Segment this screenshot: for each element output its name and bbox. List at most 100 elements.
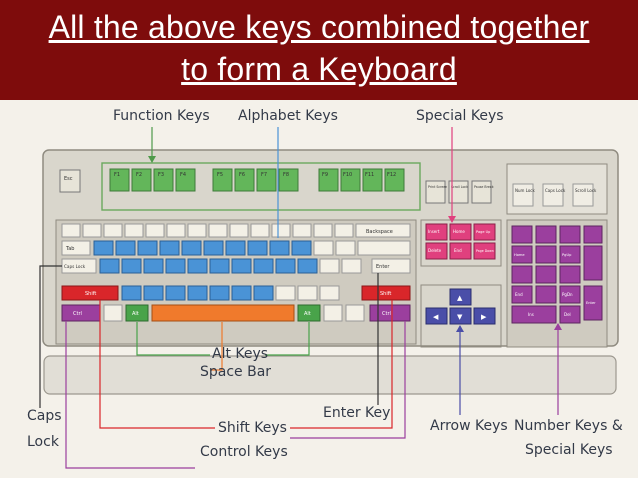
title-banner: All the above keys combined together to … xyxy=(0,0,638,100)
f2-label: F2 xyxy=(136,172,142,178)
numpad-keys: End PgDn Enter Ins Del Home PgUp xyxy=(511,225,603,324)
control-keys-pointer-right xyxy=(290,321,406,439)
insert-label: Insert xyxy=(428,229,440,234)
enter-label: Enter xyxy=(376,264,390,270)
enter-key-callout-label: Enter Key xyxy=(323,405,391,421)
f1-key xyxy=(109,168,130,192)
caps-lock-indicator xyxy=(542,183,564,207)
callout-lines xyxy=(39,127,562,469)
enter-key xyxy=(371,258,411,274)
tab-key xyxy=(61,240,91,256)
control-keys-pointer xyxy=(65,321,195,469)
f1-label: F1 xyxy=(114,172,120,178)
print-screen-key xyxy=(425,180,446,204)
numpad-ins-label: Ins xyxy=(528,312,534,317)
f9-label: F9 xyxy=(322,172,328,178)
caps-label: Caps xyxy=(27,408,62,424)
numpad-end-key xyxy=(511,285,533,304)
arrow-up-key xyxy=(449,288,472,306)
shift-keys-label: Shift Keys xyxy=(218,420,287,436)
page-down-label: Page Down xyxy=(476,249,494,253)
f11-label: F11 xyxy=(365,172,374,178)
numpad-pgdn-label: PgDn xyxy=(562,292,573,297)
shift-right-key xyxy=(361,285,411,301)
arrow-left-key xyxy=(425,307,448,325)
f7-key xyxy=(256,168,277,192)
caps-lock-key-label: Caps Lock xyxy=(64,264,86,269)
alt-left-label: Alt xyxy=(132,311,139,317)
arrow-right-key xyxy=(473,307,496,325)
function-keys-label: Function Keys xyxy=(113,108,210,124)
scroll-lock-indicator-label: Scroll Lock xyxy=(575,188,597,193)
numpad-enter-key xyxy=(583,285,603,321)
f12-label: F12 xyxy=(387,172,396,178)
scroll-lock-key xyxy=(448,180,469,204)
arrow-down-icon: ▼ xyxy=(457,313,463,321)
f7-label: F7 xyxy=(261,172,267,178)
numpad-ins-key xyxy=(511,305,557,324)
f12-key xyxy=(384,168,405,192)
f2-key xyxy=(131,168,152,192)
f11-key xyxy=(362,168,383,192)
pause-break-key xyxy=(471,180,492,204)
f8-key xyxy=(278,168,299,192)
f6-label: F6 xyxy=(239,172,245,178)
arrow-up-icon: ▲ xyxy=(457,294,463,302)
home-key xyxy=(449,223,472,241)
shift-left-key xyxy=(61,285,119,301)
numpad-del-key xyxy=(559,305,581,324)
esc-key-label: Esc xyxy=(64,176,73,182)
ctrl-right-key xyxy=(369,304,411,322)
arrow-keys-label: Arrow Keys xyxy=(430,418,508,434)
special-keys-label: Special Keys xyxy=(416,108,504,124)
f8-label: F8 xyxy=(283,172,289,178)
alt-keys-pointer-right xyxy=(265,322,310,356)
special-keys-group xyxy=(420,219,502,267)
f10-key xyxy=(340,168,361,192)
control-keys-label: Control Keys xyxy=(200,444,288,460)
arrow-right-icon: ▶ xyxy=(481,313,487,321)
num-lock-indicator xyxy=(512,183,534,207)
main-key-block xyxy=(55,219,417,345)
title-line-1: All the above keys combined together xyxy=(48,9,590,45)
space-bar-pointer xyxy=(210,322,223,371)
page-up-key xyxy=(473,223,496,241)
shift-left-label: Shift xyxy=(85,291,96,297)
alt-right-label: Alt xyxy=(304,311,311,317)
f6-key xyxy=(234,168,255,192)
caps-lock-pointer xyxy=(39,265,62,408)
insert-key xyxy=(425,223,448,241)
f9-key xyxy=(318,168,339,192)
alphabet-row-3: Shift Shift xyxy=(61,285,411,301)
home-label: Home xyxy=(453,229,465,234)
function-key-row: F1 F2 F3 F4 F5 F6 F7 F8 F9 F10 F11 F12 xyxy=(109,168,405,192)
alt-keys-label: Alt Keys xyxy=(212,346,269,362)
numpad-home-label: Home xyxy=(514,253,525,257)
slide-title: All the above keys combined together to … xyxy=(0,6,638,90)
backspace-label: Backspace xyxy=(366,229,393,235)
lock-label: Lock xyxy=(27,434,59,450)
keyboard-palm-rest xyxy=(43,355,617,395)
numpad-pgup-label: PgUp xyxy=(562,253,572,257)
backspace-key xyxy=(355,223,411,238)
shift-keys-pointer-right xyxy=(290,300,393,429)
end-label: End xyxy=(454,248,462,253)
f10-label: F10 xyxy=(343,172,352,178)
ctrl-right-label: Ctrl xyxy=(382,311,391,317)
number-keys-label: Number Keys & xyxy=(514,418,623,434)
caps-lock-indicator-label: Caps Lock xyxy=(545,188,566,193)
page-up-label: Page Up xyxy=(476,230,491,234)
scroll-lock-indicator xyxy=(572,183,594,207)
num-lock-label: Num Lock xyxy=(515,188,536,193)
scroll-lock-label: Scroll Lock xyxy=(451,185,468,189)
alt-left-key xyxy=(125,304,149,322)
f3-label: F3 xyxy=(158,172,164,178)
arrow-keys-group xyxy=(420,284,502,348)
shift-keys-pointer xyxy=(99,300,215,429)
numpad-pgdn-key xyxy=(559,285,581,304)
space-bar-label: Space Bar xyxy=(200,364,272,380)
f5-key xyxy=(212,168,233,192)
esc-key xyxy=(59,169,81,193)
alphabet-row-2: Caps Lock Enter xyxy=(61,258,411,274)
